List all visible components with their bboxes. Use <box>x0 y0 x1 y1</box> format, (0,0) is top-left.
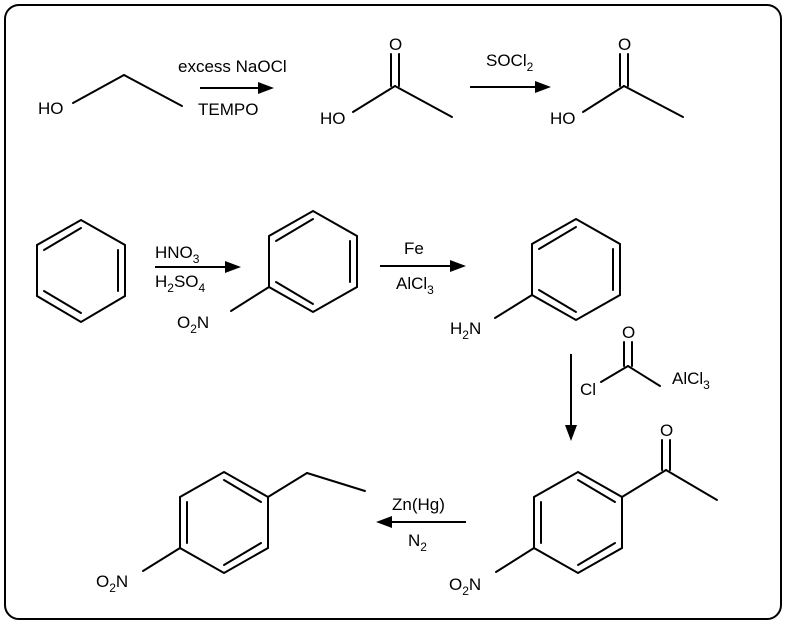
acid2-carbonyl-oxygen: O <box>618 35 631 54</box>
acid2-hydroxyl-label: HO <box>550 109 576 128</box>
ketone-oxygen: O <box>660 421 673 440</box>
amino-n: N <box>469 319 481 338</box>
acylation-arrow: Cl O AlCl3 <box>565 323 710 441</box>
ketone-nitro-o: O <box>449 575 462 594</box>
oxidation-arrow: excess NaOCl TEMPO <box>178 57 287 119</box>
amino-group-label: H2N <box>450 319 481 342</box>
acylation-catalyst-label: AlCl3 <box>672 369 710 392</box>
product-nitro-label: O2N <box>96 572 128 595</box>
nitrobenzene-structure: O2N <box>177 209 358 336</box>
nitrogen-subscript: 2 <box>420 540 427 554</box>
reduction-catalyst-label: AlCl3 <box>396 274 434 297</box>
reduction-arrow: Fe AlCl3 <box>380 239 466 297</box>
sulfuric-so-subscript: 4 <box>199 281 206 295</box>
sulfuric-acid-label: H2SO4 <box>155 272 206 295</box>
acyl-chloride-oxygen: O <box>622 323 635 342</box>
sulfuric-so: SO <box>174 272 199 291</box>
oxidation-reagent-label: excess NaOCl <box>178 57 287 76</box>
scheme-frame <box>4 4 782 620</box>
nitration-arrow: HNO3 H2SO4 <box>155 243 241 295</box>
ethanol-structure: HO <box>38 74 183 118</box>
sulfuric-h: H <box>155 272 167 291</box>
nitroacetophenone-structure: O O2N <box>449 421 718 598</box>
acid1-hydroxyl-label: HO <box>320 109 346 128</box>
ethylnitrobenzene-structure: O2N <box>96 470 366 595</box>
alcl-subscript-2: 3 <box>703 378 710 392</box>
aniline-structure: H2N <box>450 217 621 342</box>
clemmensen-arrow: Zn(Hg) N2 <box>376 495 466 554</box>
socl2-main: SOCl <box>486 51 527 70</box>
ketone-nitro-label: O2N <box>449 575 481 598</box>
nitric-acid-main: HNO <box>155 243 193 262</box>
amino-h: H <box>450 319 462 338</box>
acyl-chloride-cl: Cl <box>580 380 596 399</box>
reduction-metal-label: Fe <box>404 239 424 258</box>
nitric-acid-label: HNO3 <box>155 243 200 266</box>
socl2-label: SOCl2 <box>486 51 534 74</box>
product-nitro-o-subscript: 2 <box>109 581 116 595</box>
alcl-main-1: AlCl <box>396 274 427 293</box>
oxidation-catalyst-label: TEMPO <box>198 100 258 119</box>
nitro-group-label: O2N <box>177 313 209 336</box>
benzene-structure <box>36 218 126 324</box>
acetic-acid-product-2: HO O <box>550 35 684 128</box>
product-nitro-n: N <box>116 572 128 591</box>
acid1-carbonyl-oxygen: O <box>389 35 402 54</box>
nitro-n: N <box>197 313 209 332</box>
nitrogen-atmosphere-label: N2 <box>408 531 427 554</box>
product-nitro-o: O <box>96 572 109 591</box>
sulfuric-h-subscript: 2 <box>167 281 174 295</box>
nitrogen-main: N <box>408 531 420 550</box>
nitro-o-subscript: 2 <box>190 322 197 336</box>
alcl-main-2: AlCl <box>672 369 703 388</box>
alcl-subscript-1: 3 <box>427 283 434 297</box>
socl2-arrow: SOCl2 <box>470 51 551 93</box>
ethanol-hydroxyl-label: HO <box>38 99 64 118</box>
socl2-subscript: 2 <box>527 60 534 74</box>
acetic-acid-product-1: HO O <box>320 35 453 128</box>
ketone-nitro-n: N <box>469 575 481 594</box>
ketone-nitro-o-subscript: 2 <box>462 584 469 598</box>
clemmensen-reagent-label: Zn(Hg) <box>392 495 445 514</box>
nitro-o: O <box>177 313 190 332</box>
amino-h-subscript: 2 <box>462 328 469 342</box>
nitric-acid-subscript: 3 <box>193 252 200 266</box>
